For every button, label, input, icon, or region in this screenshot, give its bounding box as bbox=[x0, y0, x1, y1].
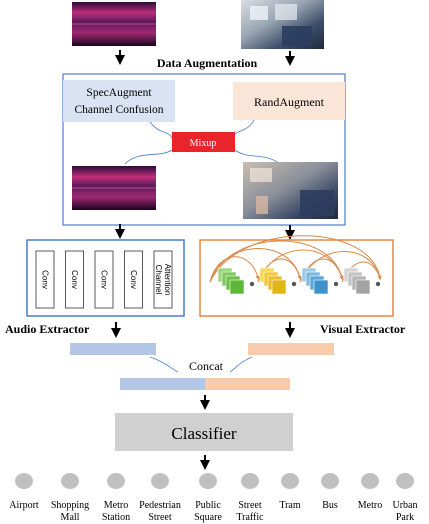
audio-aug-label-2: Channel Confusion bbox=[74, 104, 163, 116]
class-dot-9 bbox=[361, 473, 379, 489]
concat-visual-part bbox=[205, 378, 290, 390]
class-label: Tram bbox=[279, 500, 301, 511]
classifier-box bbox=[115, 413, 293, 451]
input-spectrogram bbox=[72, 2, 156, 46]
visual-aug-box bbox=[233, 82, 345, 120]
visual-feature-vector bbox=[248, 343, 334, 355]
audio-extractor-title: Audio Extractor bbox=[5, 322, 90, 336]
visual-extractor-network bbox=[209, 235, 382, 295]
class-dot-10 bbox=[396, 473, 414, 489]
class-label: Airport bbox=[9, 500, 39, 511]
class-label: Street bbox=[148, 512, 172, 523]
audio-feature-vector bbox=[70, 343, 156, 355]
class-label: Bus bbox=[322, 500, 338, 511]
augmented-spectrogram bbox=[72, 166, 156, 210]
class-label: Station bbox=[102, 512, 130, 523]
class-dot-8 bbox=[321, 473, 339, 489]
input-scene-photo bbox=[241, 0, 324, 49]
class-label: Public bbox=[195, 500, 221, 511]
concat-label: Concat bbox=[189, 359, 224, 373]
class-label: Street bbox=[238, 500, 262, 511]
audio-block-3 bbox=[94, 250, 114, 309]
audio-block-label: Attention bbox=[163, 264, 172, 296]
augmentation-panel bbox=[62, 73, 346, 226]
visual-aug-label: RandAugment bbox=[254, 95, 325, 109]
class-label: Square bbox=[194, 512, 222, 523]
class-dot-7 bbox=[281, 473, 299, 489]
audio-block-label: Conv bbox=[70, 270, 79, 289]
classifier-label: Classifier bbox=[171, 424, 236, 443]
audio-block-5 bbox=[153, 250, 173, 309]
class-dot-6 bbox=[241, 473, 259, 489]
mixup-label: Mixup bbox=[190, 138, 217, 149]
concat-connectors bbox=[149, 356, 253, 373]
concat-audio-part bbox=[120, 378, 205, 390]
audio-block-label: Conv bbox=[41, 270, 50, 289]
augmentation-title: Data Augmentation bbox=[157, 56, 258, 70]
class-dot-4 bbox=[151, 473, 169, 489]
audio-extractor-panel bbox=[26, 239, 185, 317]
class-label: Metro bbox=[358, 500, 382, 511]
audio-block-label: Conv bbox=[129, 270, 138, 289]
audio-block-label: Channel bbox=[154, 265, 163, 295]
class-dot-1 bbox=[15, 473, 33, 489]
class-dot-2 bbox=[61, 473, 79, 489]
class-label: Traffic bbox=[236, 512, 264, 523]
class-dot-3 bbox=[107, 473, 125, 489]
class-label: Metro bbox=[104, 500, 128, 511]
class-label: Pedestrian bbox=[139, 500, 181, 511]
augmented-photo bbox=[243, 162, 338, 219]
class-label: Shopping bbox=[51, 500, 89, 511]
audio-block-label: Conv bbox=[100, 270, 109, 289]
audio-block-4 bbox=[124, 250, 143, 309]
audio-aug-label-1: SpecAugment bbox=[86, 87, 152, 99]
class-label: Park bbox=[396, 512, 414, 523]
audio-aug-box bbox=[63, 80, 175, 122]
audio-block-1 bbox=[35, 250, 55, 309]
class-dot-5 bbox=[199, 473, 217, 489]
class-label: Mall bbox=[61, 512, 80, 523]
audio-block-2 bbox=[65, 250, 84, 309]
mixup-box bbox=[172, 132, 235, 152]
mixup-connectors bbox=[124, 119, 281, 165]
class-label: Urban bbox=[393, 500, 418, 511]
visual-extractor-title: Visual Extractor bbox=[320, 322, 406, 336]
visual-extractor-panel bbox=[199, 239, 394, 317]
